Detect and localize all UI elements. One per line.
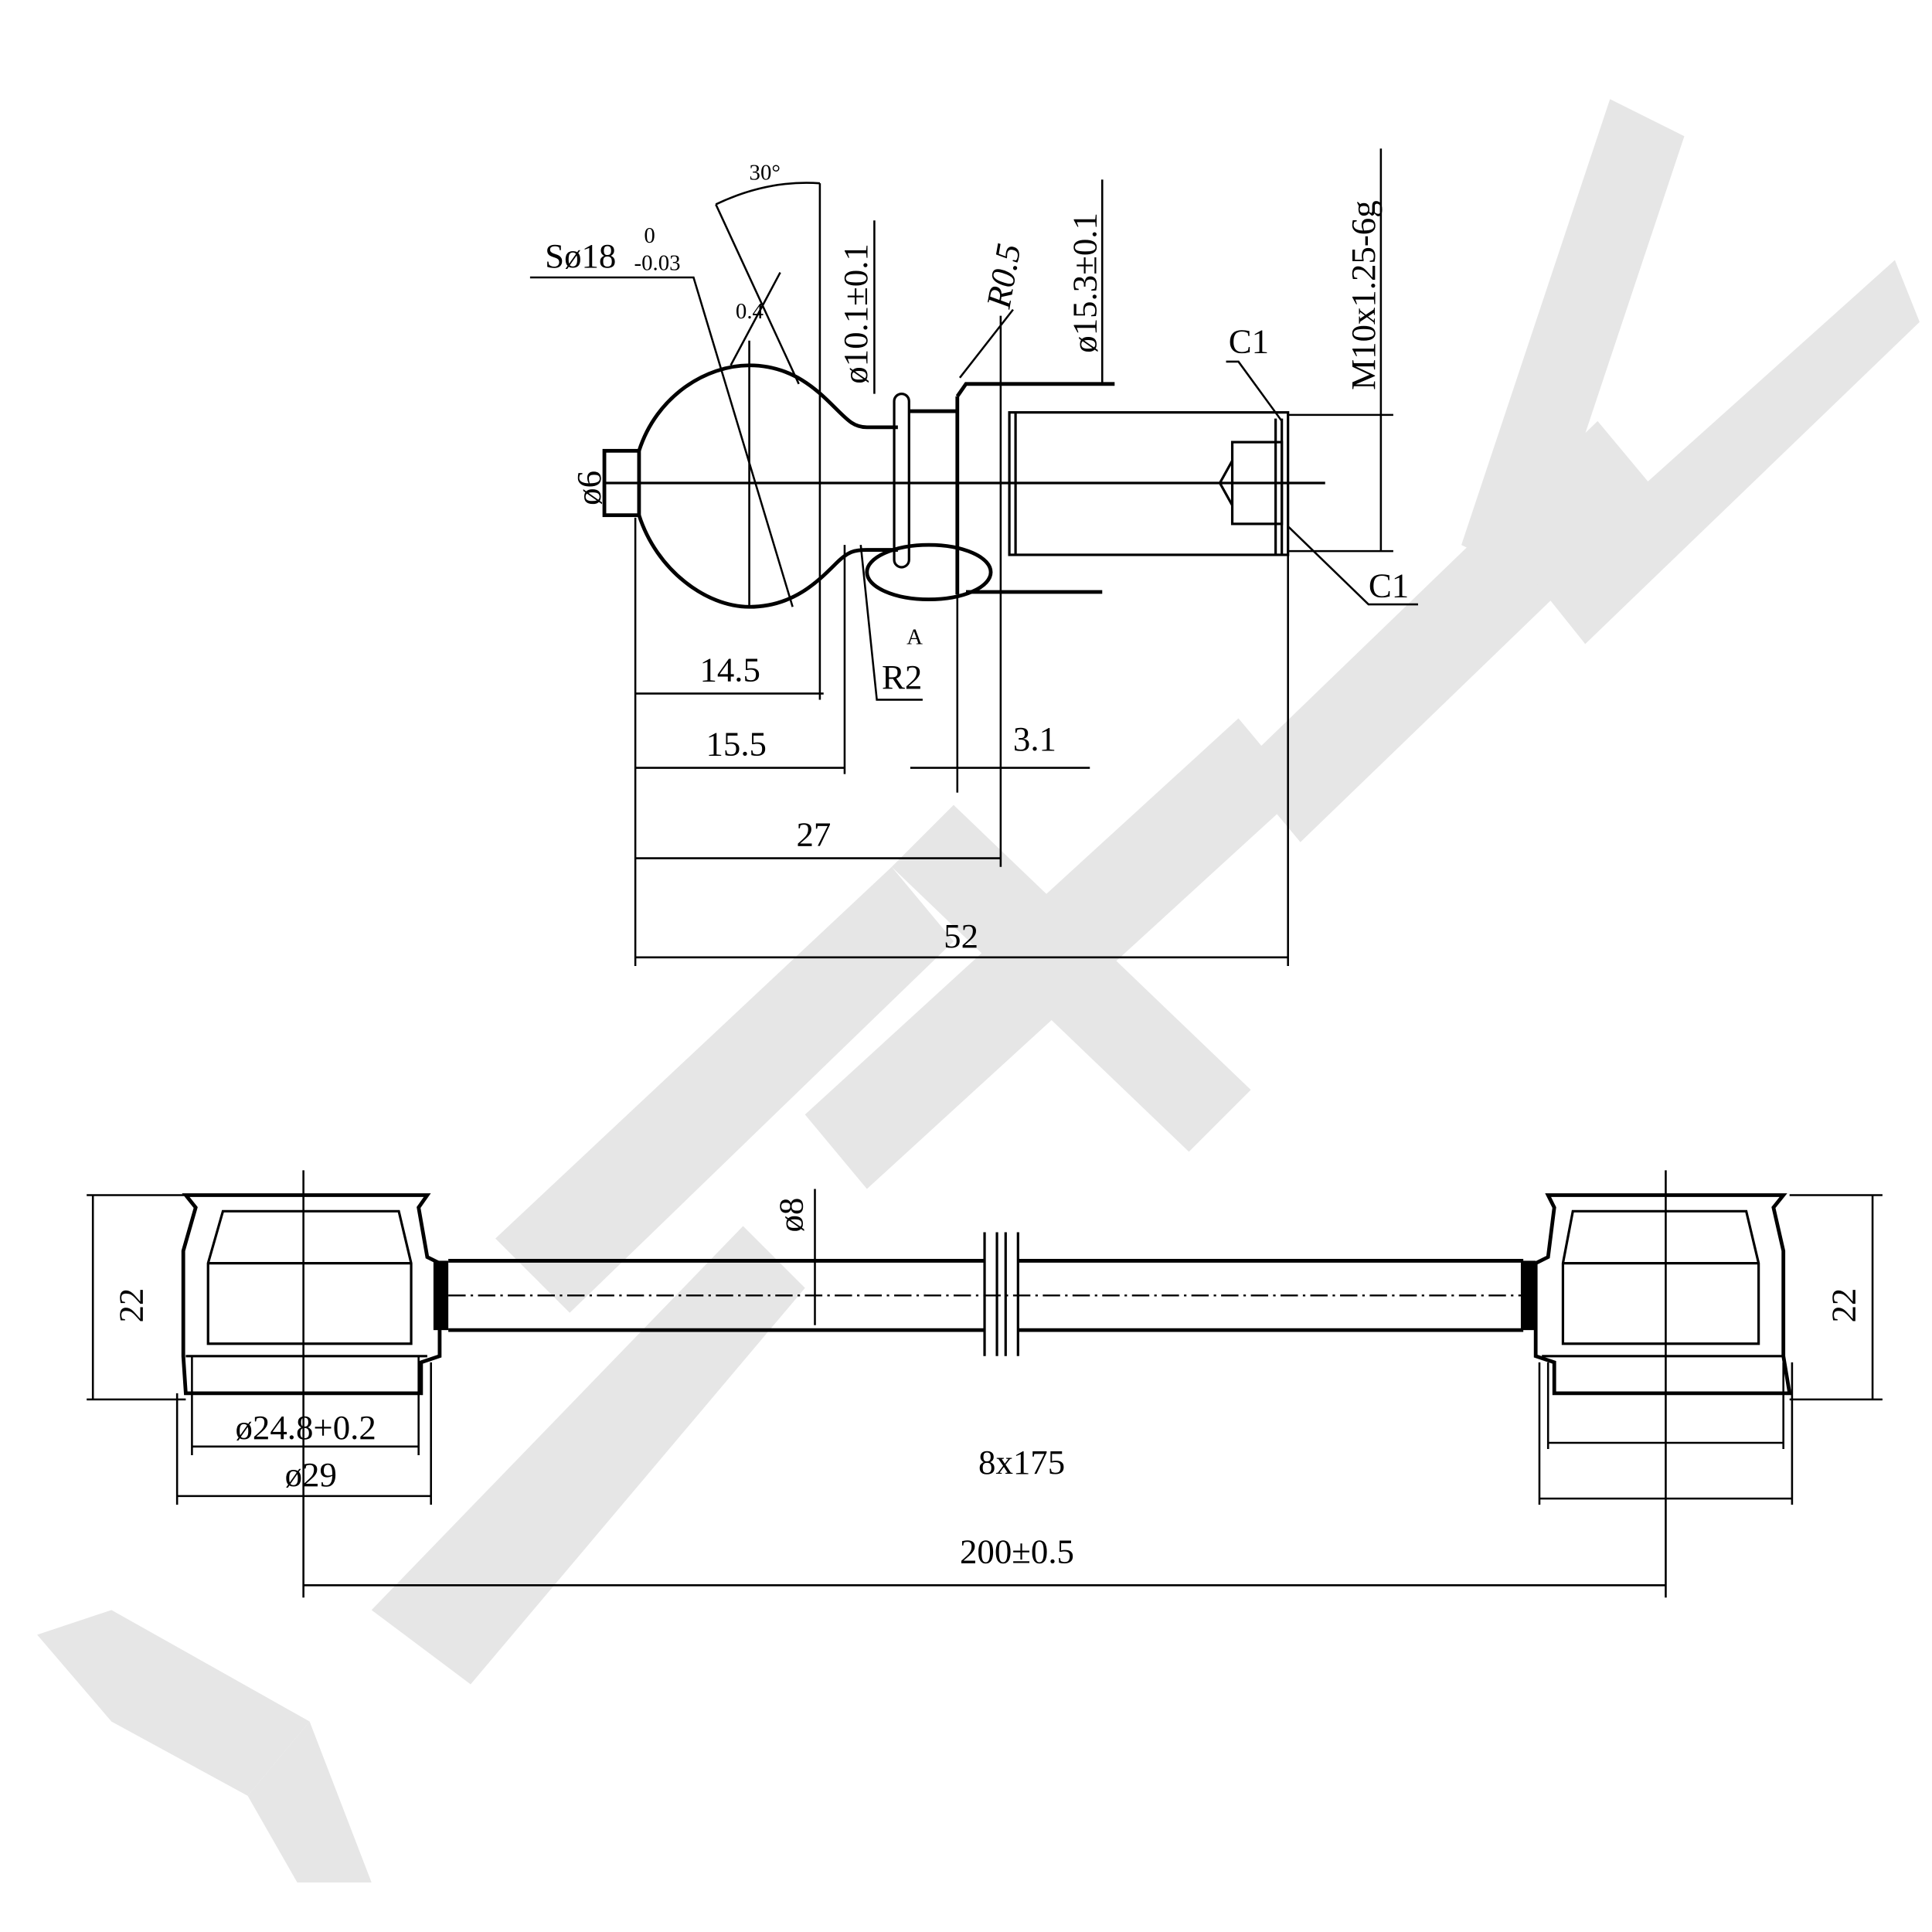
dim-27: 27: [796, 815, 831, 854]
stabilizer-link-view: 22 22 ø8 ø24.8+0.2 ø29 8x175 200±0.5: [87, 1170, 1883, 1598]
thread-label: M10x1.25-6g: [1344, 200, 1383, 389]
left-socket: [181, 1193, 442, 1396]
dim-14-5: 14.5: [699, 650, 760, 689]
end-dia-label: ø6: [570, 471, 608, 505]
chamfer-bottom-label: C1: [1369, 566, 1409, 604]
rod-spec-label: 8x175: [978, 1443, 1065, 1481]
rod: [448, 1259, 1524, 1332]
height-right-label: 22: [1825, 1288, 1863, 1323]
ball-outline: [637, 363, 898, 609]
ball-stud-view: Sø18 0 -0.03 30° 0.4 ø10.1±0.1 R0.5 ø15.…: [529, 148, 1418, 966]
radius-small-label: R0.5: [979, 240, 1029, 311]
right-weld: [1520, 1260, 1536, 1331]
socket-outer-label: ø29: [285, 1455, 337, 1494]
length-label: 200±0.5: [960, 1532, 1074, 1570]
collar-dia-label: ø15.3±0.1: [1065, 213, 1104, 353]
detail-a-label: A: [906, 624, 923, 649]
break-marks: [983, 1232, 1019, 1356]
angle-label: 30°: [750, 160, 781, 185]
dim-52: 52: [944, 917, 978, 955]
watermark-logo: [37, 99, 1920, 1883]
right-socket: [1533, 1193, 1792, 1396]
sphere-tol-lower: -0.03: [634, 250, 681, 275]
sphere-tol-upper: 0: [644, 223, 655, 248]
chamfer-top-label: C1: [1229, 322, 1269, 361]
detail-a-circle: [865, 543, 993, 602]
end-pin: [602, 448, 641, 518]
sphere-dim-label: Sø18: [545, 236, 616, 275]
radius-neck-label: R2: [882, 658, 922, 696]
height-left-label: 22: [111, 1288, 150, 1323]
offset-label: 0.4: [736, 299, 764, 324]
left-weld: [433, 1260, 449, 1331]
socket-inner-label: ø24.8+0.2: [235, 1408, 376, 1447]
rod-dia-label: ø8: [771, 1198, 810, 1233]
dim-15-5: 15.5: [706, 725, 767, 764]
dim-3-1: 3.1: [1013, 719, 1056, 758]
neck-dia-label: ø10.1±0.1: [836, 243, 875, 384]
